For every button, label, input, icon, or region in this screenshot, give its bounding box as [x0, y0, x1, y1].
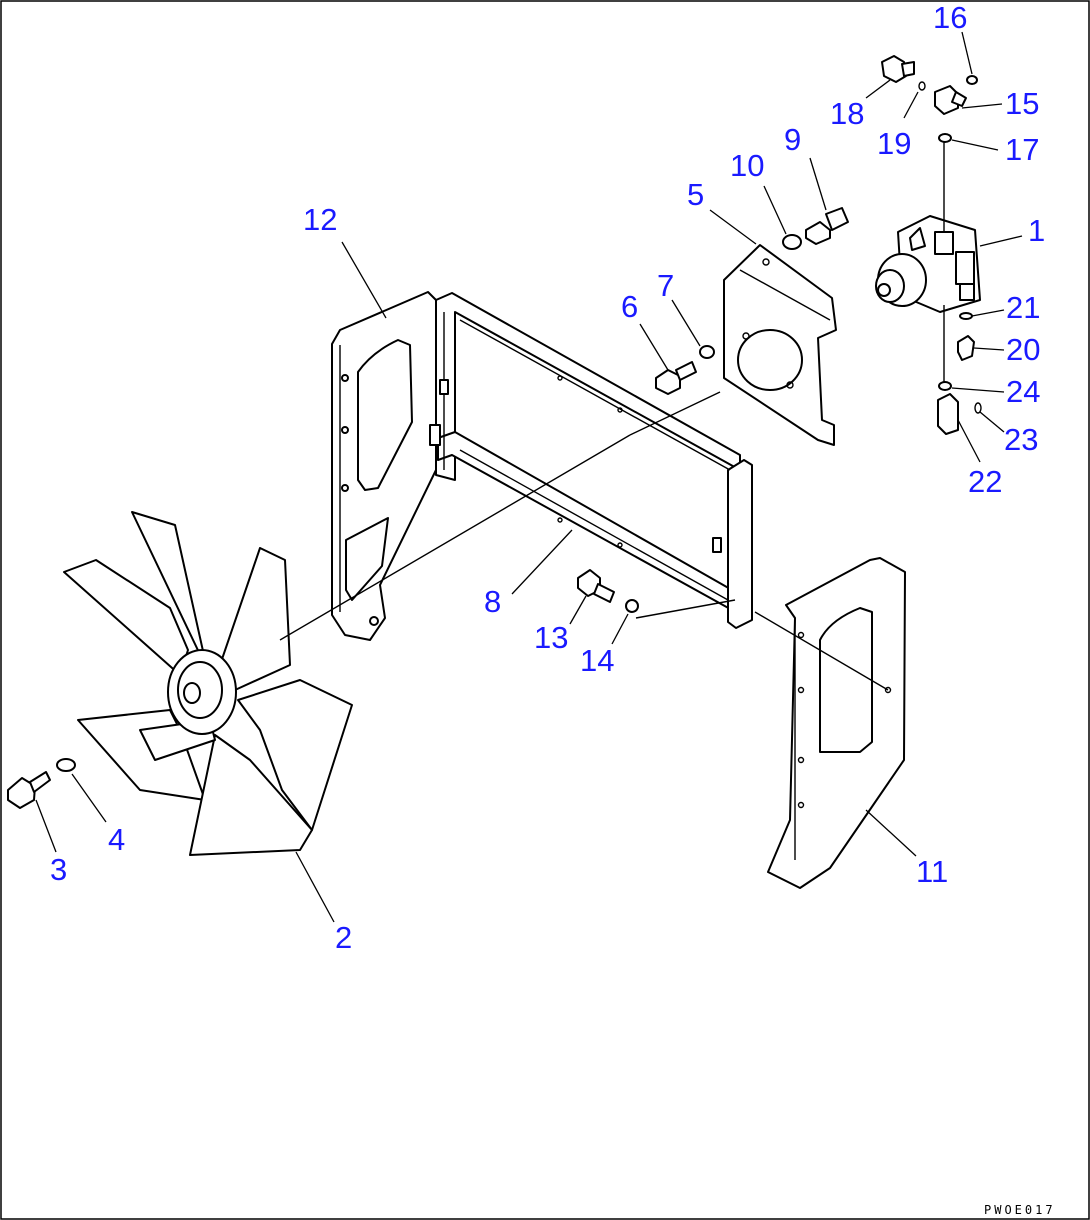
part-1-hydraulic-motor — [875, 215, 981, 313]
callout-8: 8 — [484, 584, 501, 619]
callout-12: 12 — [303, 202, 337, 237]
part-2-fan — [63, 511, 353, 856]
callout-2: 2 — [335, 920, 352, 955]
part-20-fitting — [957, 335, 975, 361]
callout-21: 21 — [1006, 290, 1040, 325]
leader-lines — [35, 31, 1023, 923]
part-8-shroud-frame — [429, 292, 753, 629]
part-15-fitting — [934, 85, 967, 115]
callout-23: 23 — [1004, 422, 1038, 457]
callout-18: 18 — [830, 96, 864, 131]
callout-20: 20 — [1006, 332, 1040, 367]
callout-16: 16 — [933, 0, 967, 35]
part-3-bolt — [7, 771, 51, 809]
part-18-elbow-fitting — [881, 55, 915, 83]
callout-22: 22 — [968, 464, 1002, 499]
part-9-bolt — [805, 207, 849, 245]
part-7-washer — [699, 345, 715, 359]
callout-9: 9 — [784, 122, 801, 157]
callout-7: 7 — [657, 268, 674, 303]
part-10-washer — [782, 234, 802, 250]
callout-19: 19 — [877, 126, 911, 161]
part-24-o-ring — [938, 381, 952, 391]
callout-4: 4 — [108, 822, 125, 857]
part-11-right-side-panel — [767, 557, 906, 889]
part-14-washer — [625, 599, 639, 613]
callout-11: 11 — [916, 854, 948, 889]
part-5-mounting-bracket — [723, 244, 837, 446]
callout-3: 3 — [50, 852, 67, 887]
part-23-o-ring — [974, 402, 982, 414]
callout-15: 15 — [1005, 86, 1039, 121]
callout-6: 6 — [621, 289, 638, 324]
callout-10: 10 — [730, 148, 764, 183]
callout-labels: 1 2 3 4 5 6 7 8 9 10 11 12 13 14 15 16 1… — [50, 0, 1045, 955]
callout-13: 13 — [534, 620, 568, 655]
callout-1: 1 — [1028, 213, 1045, 248]
part-6-bolt — [655, 361, 697, 395]
callout-17: 17 — [1005, 132, 1039, 167]
part-13-bolt — [577, 569, 615, 603]
part-22-elbow-fitting — [937, 393, 959, 435]
part-19-o-ring — [918, 81, 926, 91]
part-12-left-side-panel — [331, 291, 437, 641]
callout-24: 24 — [1006, 374, 1040, 409]
callout-14: 14 — [580, 643, 614, 678]
part-21-o-ring — [959, 312, 973, 320]
drawing-code: PWOE017 — [984, 1203, 1056, 1217]
callout-5: 5 — [687, 177, 704, 212]
part-17-o-ring — [938, 133, 952, 143]
part-16-o-ring — [966, 75, 978, 85]
part-4-washer — [56, 758, 76, 772]
assembly-lines — [279, 142, 945, 691]
